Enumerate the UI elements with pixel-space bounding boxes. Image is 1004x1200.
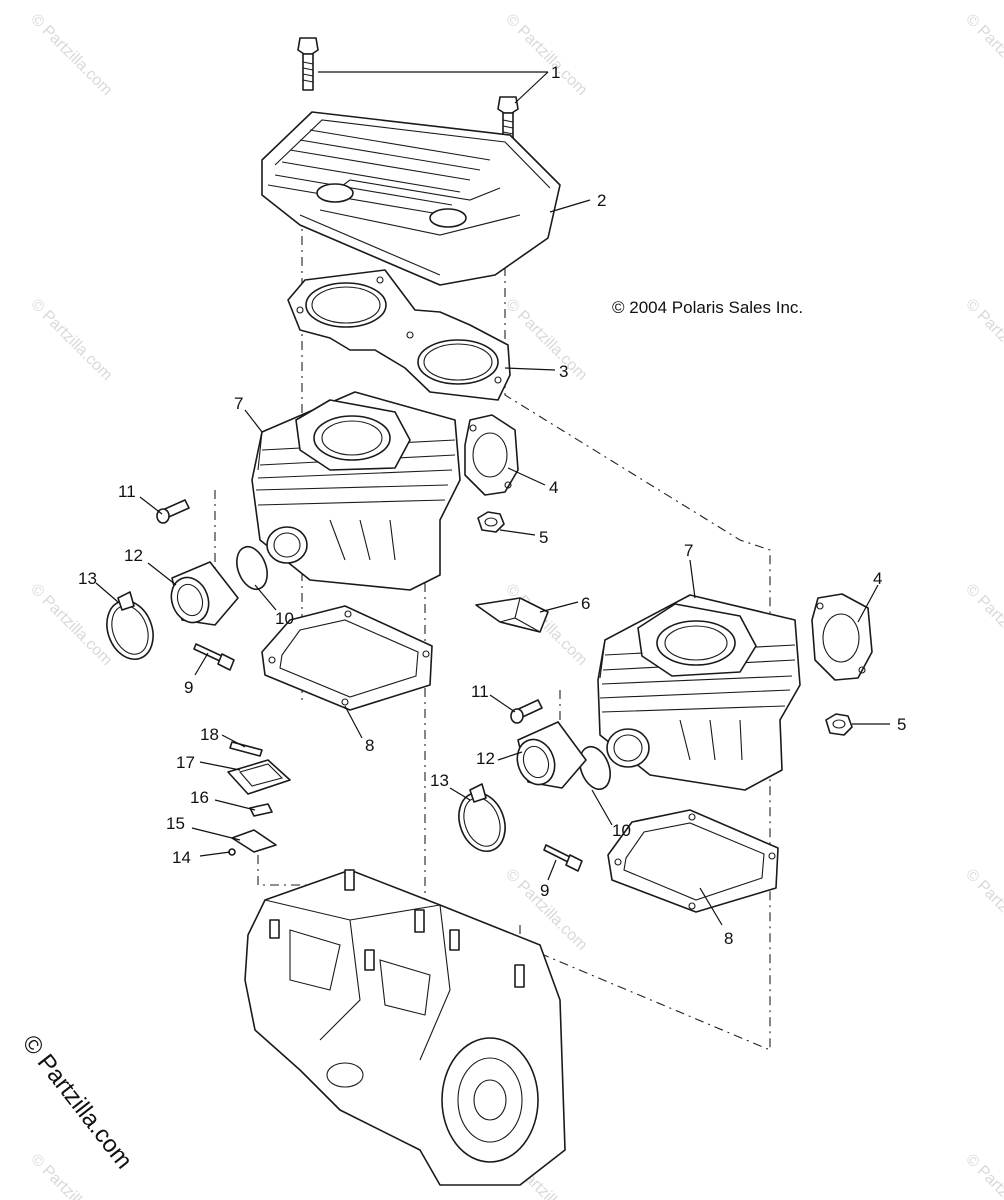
leader-lines xyxy=(95,71,890,926)
intake-boot-right xyxy=(516,721,587,789)
o-ring-right xyxy=(579,745,611,791)
head-bolt-left xyxy=(297,37,319,91)
callout-4: 4 xyxy=(873,569,882,588)
watermark: © Partzilla.com xyxy=(502,296,590,384)
cylinder-head xyxy=(261,111,561,286)
callout-9: 9 xyxy=(540,881,549,900)
nut-right xyxy=(825,713,853,736)
watermark: © Partzilla.com xyxy=(962,866,1004,954)
callout-5: 5 xyxy=(539,528,548,547)
watermark: © Partzilla.com xyxy=(962,1151,1004,1200)
callout-2: 2 xyxy=(597,191,606,210)
cylinder-right xyxy=(597,594,801,791)
screw-right xyxy=(543,844,583,872)
callout-13: 13 xyxy=(78,569,97,588)
intake-boot-left xyxy=(170,561,239,626)
watermark: © Partzilla.com xyxy=(962,581,1004,669)
nut-left xyxy=(477,511,505,533)
clamp-left xyxy=(106,591,154,660)
callout-10: 10 xyxy=(275,609,294,628)
callout-11: 11 xyxy=(471,682,489,701)
callout-labels: 1 2 3 4 4 5 5 6 7 7 8 8 9 9 10 10 11 11 … xyxy=(78,63,906,948)
screw-left xyxy=(193,643,235,671)
bolt-right xyxy=(510,699,543,724)
callout-13: 13 xyxy=(430,771,449,790)
callout-17: 17 xyxy=(176,753,195,772)
watermark: © Partzilla.com xyxy=(27,581,115,669)
callout-7: 7 xyxy=(234,394,243,413)
copyright-notice: © 2004 Polaris Sales Inc. xyxy=(612,298,804,317)
exhaust-gasket-left xyxy=(464,414,519,496)
callout-18: 18 xyxy=(200,725,219,744)
base-gasket-left xyxy=(261,605,433,711)
clamp-right xyxy=(458,783,506,852)
callout-12: 12 xyxy=(124,546,143,565)
watermark: © Partzilla.com xyxy=(962,296,1004,384)
wedge-block xyxy=(475,597,549,633)
callout-3: 3 xyxy=(559,362,568,381)
callout-7: 7 xyxy=(684,541,693,560)
callout-5: 5 xyxy=(897,715,906,734)
exhaust-gasket-right xyxy=(811,593,873,681)
watermark: © Partzilla.com xyxy=(502,11,590,99)
callout-14: 14 xyxy=(172,848,191,867)
reed-valve-assembly xyxy=(227,741,291,856)
callout-1: 1 xyxy=(551,63,560,82)
callout-15: 15 xyxy=(166,814,185,833)
watermark: © Partzilla.com xyxy=(27,296,115,384)
callout-16: 16 xyxy=(190,788,209,807)
callout-8: 8 xyxy=(365,736,374,755)
base-gasket-right xyxy=(607,809,779,913)
head-gasket xyxy=(287,269,511,401)
bolt-left xyxy=(156,499,190,524)
watermark: © Partzilla.com xyxy=(27,11,115,99)
callout-12: 12 xyxy=(476,749,495,768)
cylinder-left xyxy=(251,391,461,591)
watermark: © Partzilla.com xyxy=(962,11,1004,99)
callout-4: 4 xyxy=(549,478,558,497)
crankcase xyxy=(244,869,566,1186)
callout-11: 11 xyxy=(118,482,136,501)
o-ring-left xyxy=(236,545,268,591)
callout-8: 8 xyxy=(724,929,733,948)
callout-6: 6 xyxy=(581,594,590,613)
callout-9: 9 xyxy=(184,678,193,697)
callout-10: 10 xyxy=(612,821,631,840)
